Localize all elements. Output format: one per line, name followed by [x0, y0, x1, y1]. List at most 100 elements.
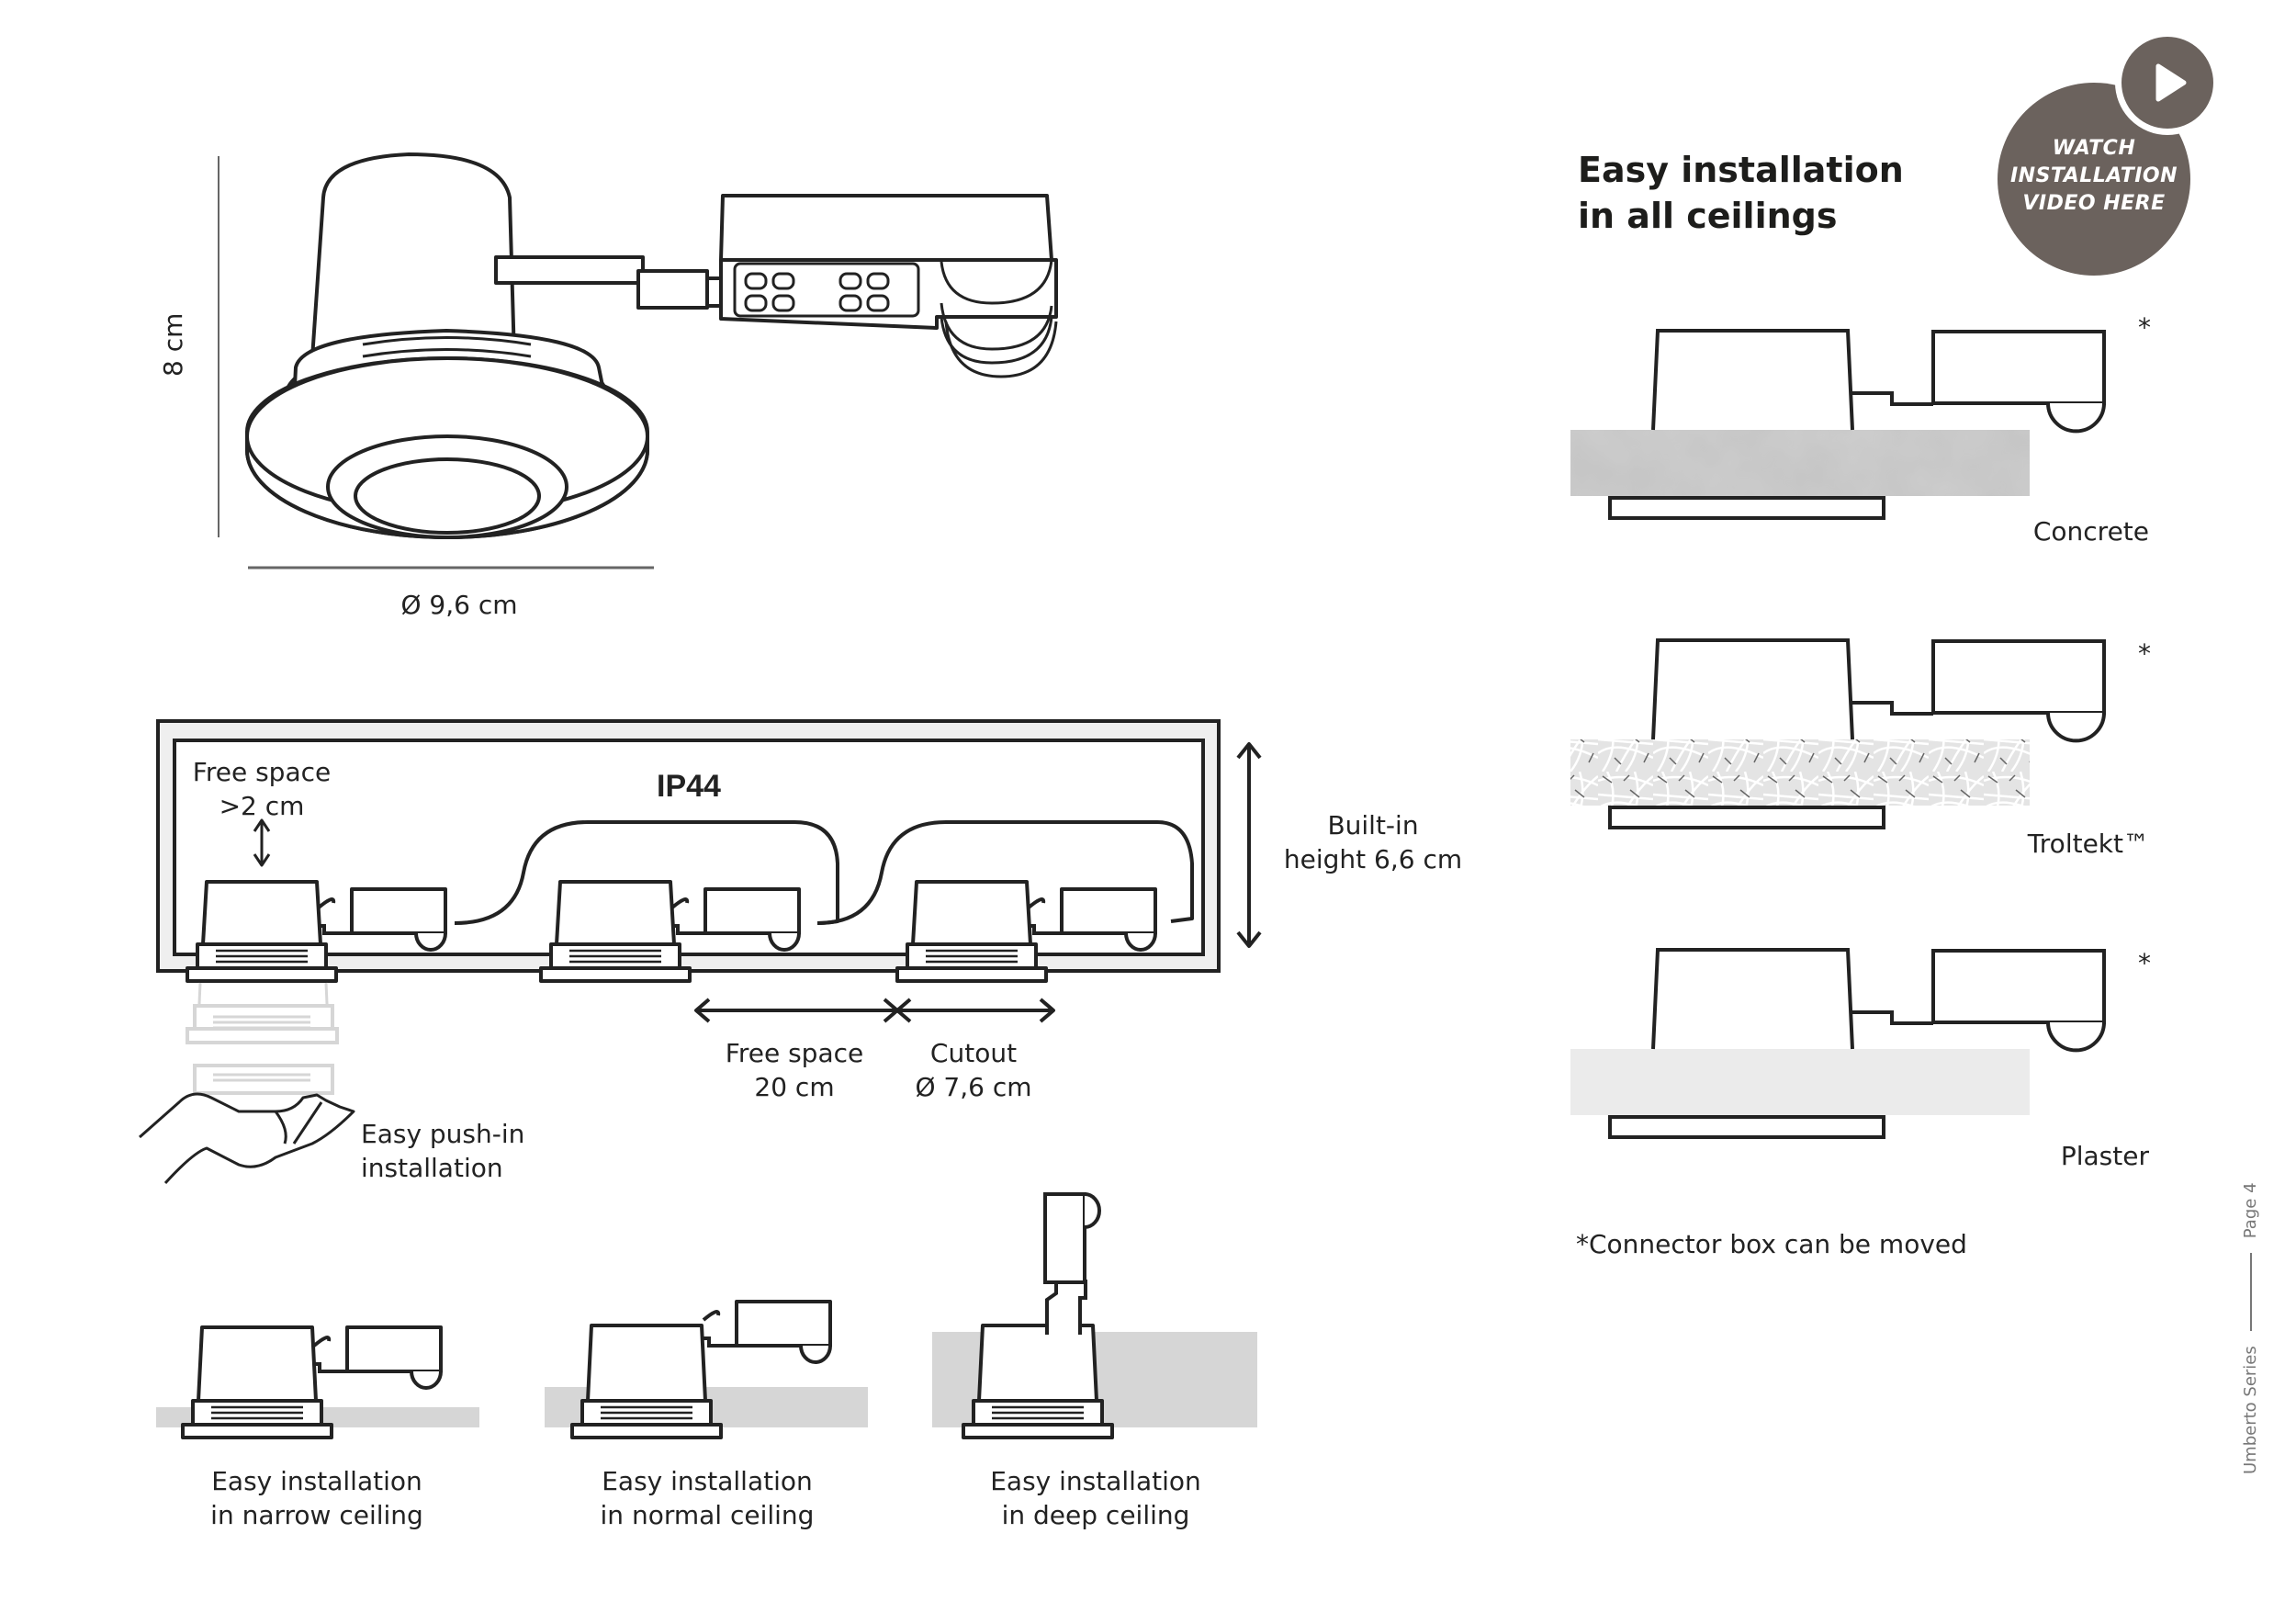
ceiling-type-plaster: Plaster: [2060, 1141, 2149, 1171]
connector-clip: [768, 932, 801, 952]
cutout-line2: Ø 7,6 cm: [915, 1072, 1032, 1102]
connector-clip: [414, 932, 447, 952]
depth-caption-narrow-line1: Easy installation: [211, 1466, 422, 1496]
ceiling-type-illustration: [1570, 948, 2106, 1139]
depth-caption-normal: Easy installation in normal ceiling: [569, 1464, 845, 1532]
section-title-line1: Easy installation: [1578, 150, 1904, 190]
luminaire-unit: [962, 1324, 1114, 1439]
push-in-line2: installation: [361, 1153, 503, 1183]
built-in-line1: Built-in: [1327, 810, 1419, 840]
free-space-top-label: Free space >2 cm: [179, 755, 344, 823]
ceiling-type-concrete: Concrete: [2032, 516, 2149, 547]
ip-rating-text: IP44: [657, 769, 721, 804]
badge-text: WATCH INSTALLATION VIDEO HERE: [1998, 135, 2190, 218]
driver-can: [1651, 638, 1854, 740]
depth-caption-normal-line1: Easy installation: [602, 1466, 813, 1496]
ceiling-type-troltekt: Troltekt™: [2027, 829, 2149, 859]
luminaire-unit: [186, 880, 447, 983]
cutout-label: Cutout Ø 7,6 cm: [900, 1036, 1047, 1104]
connector-box: [1931, 639, 2106, 715]
cable: [1852, 1010, 1933, 1025]
connector-box: [735, 1300, 832, 1348]
connector-clip: [1124, 932, 1157, 952]
luminaire-unit: [570, 1300, 832, 1439]
ceiling-type-illustration: [1570, 638, 2106, 829]
depth-caption-deep-line2: in deep ceiling: [1001, 1500, 1190, 1530]
connector-box-upright: [1043, 1192, 1086, 1284]
ip-rating: IP44: [634, 770, 744, 804]
driver-can: [911, 880, 1032, 946]
connector-clip: [410, 1370, 443, 1390]
diameter-label: Ø 9,6 cm: [400, 590, 518, 620]
footer-divider: [2249, 1253, 2252, 1332]
luminaire-unit: [181, 1325, 443, 1439]
section-title-line2: in all ceilings: [1578, 196, 1838, 236]
cable: [317, 897, 352, 935]
connector-clip: [799, 1345, 832, 1364]
connector-clip: [2046, 402, 2106, 434]
free-space-between-line2: 20 cm: [754, 1072, 835, 1102]
asterisk-concrete: *: [2138, 312, 2151, 343]
depth-caption-deep-line1: Easy installation: [990, 1466, 1201, 1496]
play-icon: [2155, 63, 2187, 102]
built-in-height-label: Built-in height 6,6 cm: [1281, 808, 1465, 876]
push-in-label: Easy push-in installation: [361, 1117, 545, 1185]
page-footer: Umberto Series Page 4: [2241, 1182, 2260, 1474]
cable: [1852, 701, 1933, 716]
trim-ring: [1608, 1115, 1885, 1139]
free-space-top-line2: >2 cm: [219, 791, 305, 821]
connector-box: [1931, 330, 2106, 405]
driver-can: [1651, 948, 1854, 1050]
connector-box: [350, 887, 447, 935]
cable: [1027, 897, 1062, 935]
depth-caption-deep: Easy installation in deep ceiling: [958, 1464, 1233, 1532]
series-name: Umberto Series: [2241, 1346, 2260, 1474]
push-in-line1: Easy push-in: [361, 1119, 525, 1149]
hand-icon: [139, 1092, 355, 1185]
footnote: *Connector box can be moved: [1576, 1229, 1967, 1259]
cable: [312, 1336, 347, 1373]
cable: [702, 1310, 737, 1348]
depth-caption-narrow: Easy installation in narrow ceiling: [179, 1464, 455, 1532]
driver-can: [555, 880, 676, 946]
luminaire-unit: [895, 880, 1157, 983]
play-button[interactable]: [2115, 30, 2220, 135]
watch-video-badge[interactable]: WATCH INSTALLATION VIDEO HERE: [1998, 30, 2291, 280]
free-space-between-line1: Free space: [725, 1038, 864, 1068]
ceiling-type-illustration: [1570, 329, 2106, 520]
connector-clip: [2046, 712, 2106, 743]
built-in-line2: height 6,6 cm: [1283, 844, 1463, 874]
connector-box: [703, 887, 801, 935]
plaster-slab: [1570, 1049, 2030, 1115]
depth-caption-narrow-line2: in narrow ceiling: [210, 1500, 423, 1530]
connector-clip: [1084, 1192, 1101, 1229]
luminaire-unit: [539, 880, 801, 983]
cutout-line1: Cutout: [929, 1038, 1018, 1068]
depth-caption-normal-line2: in normal ceiling: [600, 1500, 815, 1530]
ceiling-cavity: [173, 739, 1205, 956]
asterisk-plaster: *: [2138, 948, 2151, 978]
badge-line2: INSTALLATION: [2009, 164, 2178, 187]
troltekt-slab: [1570, 739, 2030, 806]
cable: [1852, 391, 1933, 406]
badge-line1: WATCH: [2052, 137, 2136, 160]
cable: [670, 897, 705, 935]
driver-can: [201, 880, 322, 946]
driver-can: [1651, 329, 1854, 431]
connector-box: [1060, 887, 1157, 935]
badge-line3: VIDEO HERE: [2022, 192, 2166, 215]
free-space-between-label: Free space 20 cm: [716, 1036, 872, 1104]
section-title: Easy installation in all ceilings: [1578, 147, 1964, 239]
connector-box: [1931, 949, 2106, 1024]
trim-ring: [1608, 496, 1885, 520]
free-space-top-line1: Free space: [192, 757, 332, 787]
connector-clip: [2046, 1021, 2106, 1053]
trim-ring: [1608, 806, 1885, 829]
driver-can: [197, 1325, 318, 1403]
